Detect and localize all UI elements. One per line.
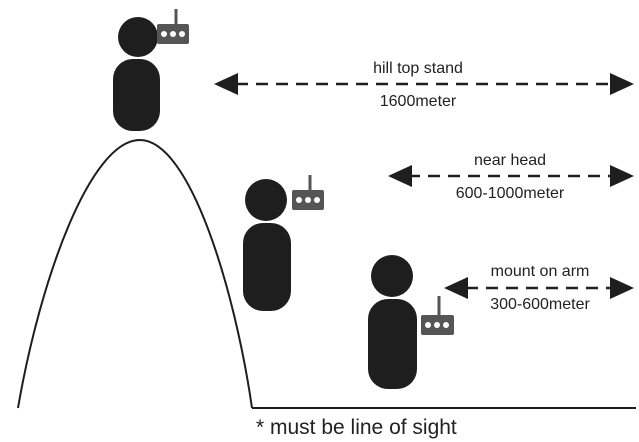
range-arrow-near-head: near head 600-1000meter xyxy=(388,152,634,202)
hill-outline xyxy=(17,138,253,409)
range-label: hill top stand xyxy=(373,60,463,77)
range-arrow-arm-mount: mount on arm 300-600meter xyxy=(444,263,634,313)
footnote: * must be line of sight xyxy=(256,416,457,439)
person-body xyxy=(113,59,160,131)
radio-transmitter-icon xyxy=(421,296,454,335)
person-silhouette-icon xyxy=(245,179,287,221)
person-silhouette-icon xyxy=(371,255,413,297)
range-distance: 600-1000meter xyxy=(456,185,565,202)
person-body xyxy=(368,299,417,389)
range-distance: 1600meter xyxy=(380,93,457,110)
range-label: mount on arm xyxy=(491,263,590,280)
radio-transmitter-icon xyxy=(292,175,324,210)
person-hilltop xyxy=(113,9,189,131)
range-label: near head xyxy=(474,152,546,169)
range-distance: 300-600meter xyxy=(490,296,590,313)
range-arrow-hilltop: hill top stand 1600meter xyxy=(214,60,634,110)
radio-transmitter-icon xyxy=(157,9,189,44)
person-body xyxy=(243,223,291,311)
person-arm-mount xyxy=(368,255,454,389)
person-near-head xyxy=(243,175,324,311)
person-silhouette-icon xyxy=(118,17,158,57)
